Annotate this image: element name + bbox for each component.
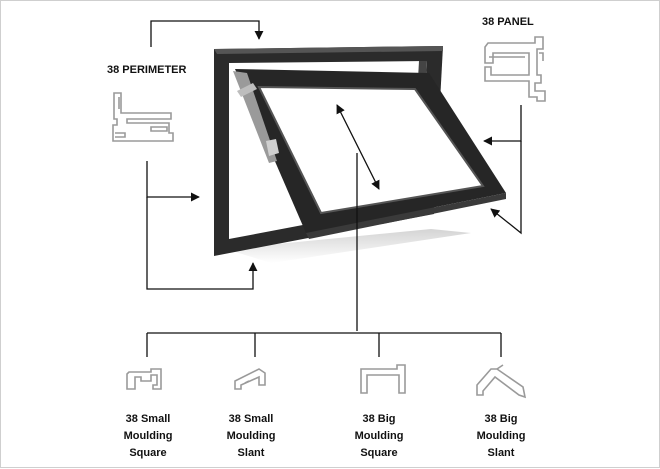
- window-shadow: [226, 229, 471, 263]
- panel-profile: [484, 36, 546, 102]
- moulding-label-big-square: 38 Big Moulding Square: [344, 411, 414, 462]
- moulding-label-line: Slant: [237, 447, 265, 460]
- big-moulding-slant-profile: [476, 364, 527, 399]
- moulding-label-big-slant: 38 Big Moulding Slant: [466, 411, 536, 462]
- moulding-label-line: Square: [360, 447, 398, 460]
- moulding-label-line: 38 Big: [484, 413, 518, 425]
- moulding-label-line: 38 Big: [362, 413, 396, 425]
- moulding-label-line: 38 Small: [228, 413, 274, 425]
- connector-lines: [146, 20, 522, 357]
- perimeter-profile: [112, 92, 174, 142]
- panel-label-text: 38 PANEL: [482, 16, 534, 28]
- perimeter-label-text: 38 PERIMETER: [107, 64, 187, 76]
- moulding-label-line: Square: [129, 447, 167, 460]
- moulding-label-line: Moulding: [476, 430, 526, 443]
- perimeter-label: 38 PERIMETER: [107, 62, 186, 79]
- panel-label: 38 PANEL: [482, 14, 534, 31]
- moulding-label-line: Moulding: [123, 430, 173, 443]
- moulding-label-line: Slant: [487, 447, 515, 460]
- moulding-label-line: Moulding: [226, 430, 276, 443]
- small-moulding-slant-profile: [234, 368, 266, 390]
- moulding-label-line: 38 Small: [125, 413, 171, 425]
- small-moulding-square-profile: [126, 368, 162, 390]
- moulding-label-line: Moulding: [354, 430, 404, 443]
- moulding-label-small-slant: 38 Small Moulding Slant: [216, 411, 286, 462]
- hinge-arm: [233, 71, 279, 163]
- big-moulding-square-profile: [360, 364, 406, 394]
- moulding-label-small-square: 38 Small Moulding Square: [113, 411, 183, 462]
